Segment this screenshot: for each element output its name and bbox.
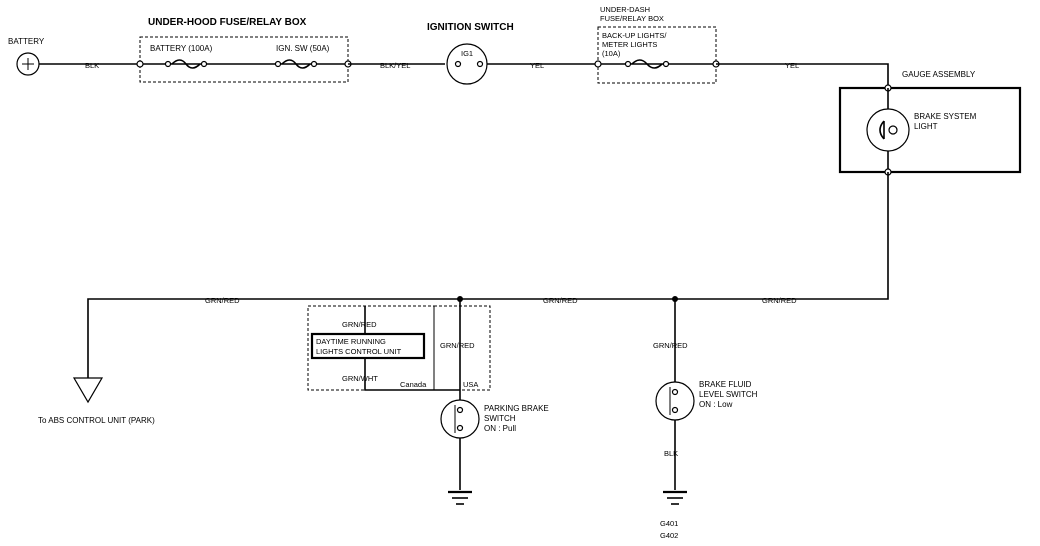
wire-label-grn-red-right: GRN/RED	[762, 296, 797, 305]
usa-option-box	[433, 305, 491, 391]
wire-grn-red-bus	[87, 172, 889, 378]
wire-label-grn-red-drl: GRN/RED	[342, 320, 377, 329]
ground-icon-park	[448, 490, 472, 505]
fuse-ign-icon	[281, 59, 311, 69]
brake-fluid-switch-icon	[655, 381, 695, 421]
ground-icon-fluid	[663, 490, 687, 505]
underdash-fuse-box	[597, 26, 717, 84]
wire-label-yel-1: YEL	[530, 61, 544, 70]
fuse-ign-label: IGN. SW (50A)	[276, 44, 330, 53]
parking-switch-label-2: SWITCH	[484, 414, 516, 423]
ignition-switch-label: IGNITION SWITCH	[427, 22, 514, 33]
wire-label-blk-yel: BLK/YEL	[380, 61, 410, 70]
brake-system-light-icon	[866, 108, 910, 152]
wire-label-blk: BLK	[85, 61, 99, 70]
wire-label-grn-red-left: GRN/RED	[205, 296, 240, 305]
drl-label-1: DAYTIME RUNNING	[316, 337, 386, 346]
parking-switch-label-1: PARKING BRAKE	[484, 404, 549, 413]
wire-label-grn-wht-drl: GRN/WHT	[342, 374, 378, 383]
fluid-switch-label-3: ON : Low	[699, 400, 733, 409]
canada-label: Canada	[400, 380, 427, 389]
fluid-switch-label-2: LEVEL SWITCH	[699, 390, 758, 399]
battery-label: BATTERY	[8, 37, 45, 46]
underhood-fuse-box	[139, 36, 349, 83]
fluid-switch-label-1: BRAKE FLUID	[699, 380, 752, 389]
underdash-box-title-1: UNDER-DASH	[600, 5, 650, 14]
ignition-terminal-label: IG1	[461, 49, 473, 58]
usa-label: USA	[463, 380, 478, 389]
gauge-assembly-label: GAUGE ASSEMBLY	[902, 70, 976, 79]
ground-label-g401: G401	[660, 519, 678, 528]
fuse-backup-icon	[631, 59, 663, 69]
wire-label-yel-2: YEL	[785, 61, 799, 70]
fuse-battery-label: BATTERY (100A)	[150, 44, 213, 53]
wire-label-grn-red-park: GRN/RED	[440, 341, 475, 350]
fuse-backup-label-3: (10A)	[602, 49, 621, 58]
wire-label-grn-red-mid: GRN/RED	[543, 296, 578, 305]
wire-yel-2	[716, 63, 889, 88]
wire-label-grn-red-fluid: GRN/RED	[653, 341, 688, 350]
wire-label-blk-fluid: BLK	[664, 449, 678, 458]
abs-label: To ABS CONTROL UNIT (PARK)	[38, 416, 155, 425]
drl-control-unit-box	[310, 332, 426, 360]
brake-light-label-2: LIGHT	[914, 122, 938, 131]
parking-switch-label-3: ON : Pull	[484, 424, 516, 433]
parking-brake-switch-icon	[440, 399, 480, 439]
gauge-assembly-box	[838, 86, 1022, 174]
ground-label-g402: G402	[660, 531, 678, 540]
fuse-backup-label-1: BACK-UP LIGHTS/	[602, 31, 667, 40]
drl-label-2: LIGHTS CONTROL UNIT	[316, 347, 402, 356]
fuse-backup-label-2: METER LIGHTS	[602, 40, 657, 49]
abs-connector-icon	[72, 377, 104, 404]
fuse-battery-icon	[171, 59, 201, 69]
underhood-box-title: UNDER-HOOD FUSE/RELAY BOX	[148, 17, 307, 28]
brake-light-label-1: BRAKE SYSTEM	[914, 112, 977, 121]
underdash-box-title-2: FUSE/RELAY BOX	[600, 14, 664, 23]
